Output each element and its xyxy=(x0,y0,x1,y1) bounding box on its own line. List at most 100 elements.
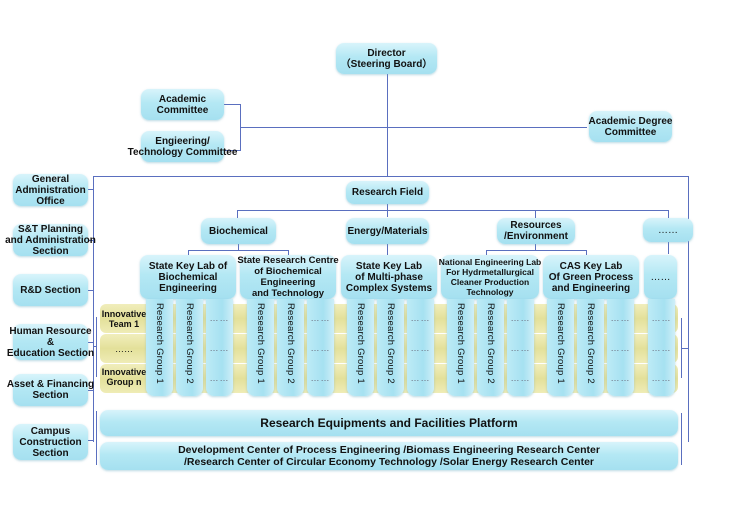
ellipsis-text: …… xyxy=(651,373,672,383)
connector xyxy=(238,244,239,250)
connector xyxy=(93,176,688,177)
ellipsis-text: …… xyxy=(651,343,672,353)
research-group-label: Research Group 2 xyxy=(485,303,496,384)
ellipsis-text: …… xyxy=(310,373,331,383)
research-group-column[interactable]: …… …… …… xyxy=(607,299,634,396)
research-group-label: Research Group 2 xyxy=(585,303,596,384)
research-equipments-platform[interactable]: Research Equipments and Facilities Platf… xyxy=(100,410,678,436)
ellipsis-text: …… xyxy=(310,343,331,353)
research-group-column[interactable]: Research Group 2 xyxy=(277,299,304,396)
academic-degree-committee-box[interactable]: Academic Degree Committee xyxy=(589,111,672,142)
connector xyxy=(93,346,96,347)
connector xyxy=(88,290,94,291)
connector xyxy=(88,440,94,441)
research-group-column[interactable]: Research Group 1 xyxy=(347,299,374,396)
director-box[interactable]: Director （Steering Board） xyxy=(336,43,437,74)
field-biochemical[interactable]: Biochemical xyxy=(201,218,276,244)
admin-section-human-resource[interactable]: Human Resource & Education Section xyxy=(6,324,95,360)
field-resources-environment[interactable]: Resources /Environment xyxy=(497,218,575,244)
innovative-group-n-label: Innovative Group n xyxy=(101,367,147,387)
ellipsis-text: …… xyxy=(510,313,531,323)
research-group-column[interactable]: Research Group 2 xyxy=(377,299,404,396)
research-group-column[interactable]: …… …… …… xyxy=(307,299,334,396)
connector xyxy=(586,250,587,255)
connector xyxy=(88,189,94,190)
ellipsis-text: …… xyxy=(410,373,431,383)
research-group-column[interactable]: Research Group 2 xyxy=(577,299,604,396)
admin-section-campus-construction[interactable]: Campus Construction Section xyxy=(13,424,88,460)
engineering-committee-box[interactable]: Engieering/ Technology Committee xyxy=(128,131,237,162)
research-group-label: Research Group 1 xyxy=(455,303,466,384)
connector xyxy=(188,250,189,255)
lab-national-engineering-hydrometallurgical[interactable]: National Engineering Lab For Hydrmetallu… xyxy=(438,255,542,299)
ellipsis-text: …… xyxy=(610,343,631,353)
connector xyxy=(288,250,289,255)
connector xyxy=(387,244,388,256)
research-group-label: Research Group 1 xyxy=(355,303,366,384)
research-group-column[interactable]: …… …… …… xyxy=(507,299,534,396)
connector xyxy=(237,210,668,211)
field-energy-materials[interactable]: Energy/Materials xyxy=(346,218,429,244)
connector xyxy=(681,348,689,349)
connector xyxy=(688,176,689,442)
admin-section-rd[interactable]: R&D Section xyxy=(13,274,88,306)
ellipsis-text: …… xyxy=(651,313,672,323)
research-group-label: Research Group 1 xyxy=(154,303,165,384)
research-group-column[interactable]: Research Group 2 xyxy=(477,299,504,396)
connector xyxy=(93,176,94,442)
admin-section-st-planning[interactable]: S&T Planning and Administration Section xyxy=(5,223,96,257)
ellipsis-text: …… xyxy=(610,313,631,323)
connector xyxy=(387,74,388,176)
research-group-label: Research Group 1 xyxy=(255,303,266,384)
lab-multiphase-complex-systems[interactable]: State Key Lab of Multi-phase Complex Sys… xyxy=(341,255,437,299)
ellipsis-text: …… xyxy=(209,343,230,353)
research-group-label: Research Group 2 xyxy=(385,303,396,384)
connector xyxy=(223,104,240,105)
connector xyxy=(96,317,97,377)
research-group-column[interactable]: Research Group 1 xyxy=(547,299,574,396)
research-group-column[interactable]: …… …… …… xyxy=(648,299,675,396)
connector xyxy=(88,240,94,241)
lab-cas-green-process[interactable]: CAS Key Lab Of Green Process and Enginee… xyxy=(543,255,639,299)
connector xyxy=(486,250,586,251)
ellipsis-text: …… xyxy=(410,343,431,353)
admin-section-general-office[interactable]: General Administration Office xyxy=(13,174,88,207)
connector xyxy=(237,210,238,218)
research-group-label: Research Group 1 xyxy=(555,303,566,384)
ellipsis-text: …… xyxy=(510,343,531,353)
connector xyxy=(96,411,97,465)
lab-more[interactable]: …… xyxy=(644,255,677,299)
research-group-column[interactable]: Research Group 1 xyxy=(146,299,173,396)
connector xyxy=(535,210,536,218)
research-group-column[interactable]: Research Group 1 xyxy=(247,299,274,396)
connector xyxy=(88,342,94,343)
ellipsis-text: …… xyxy=(410,313,431,323)
ellipsis-text: …… xyxy=(209,313,230,323)
ellipsis-text: …… xyxy=(209,373,230,383)
connector xyxy=(88,390,94,391)
innovative-team-1-label: Innovative Team 1 xyxy=(101,309,147,329)
research-group-column[interactable]: …… …… …… xyxy=(407,299,434,396)
research-field-box[interactable]: Research Field xyxy=(346,181,429,204)
connector xyxy=(668,242,669,254)
ellipsis-text: …… xyxy=(510,373,531,383)
research-group-column[interactable]: Research Group 1 xyxy=(447,299,474,396)
connector xyxy=(535,244,536,250)
development-centers-box[interactable]: Development Center of Process Engineerin… xyxy=(100,442,678,470)
research-group-column[interactable]: Research Group 2 xyxy=(176,299,203,396)
connector xyxy=(681,413,682,465)
field-more[interactable]: …… xyxy=(643,218,693,242)
lab-state-research-centre-biochemical[interactable]: State Research Centre of Biochemical Eng… xyxy=(237,255,339,299)
connector xyxy=(668,210,669,218)
connector xyxy=(240,127,387,128)
connector xyxy=(486,250,487,255)
ellipsis-text: …… xyxy=(610,373,631,383)
admin-section-asset-financing[interactable]: Asset & Financing Section xyxy=(7,374,94,406)
academic-committee-box[interactable]: Academic Committee xyxy=(141,89,224,120)
lab-state-key-biochemical[interactable]: State Key Lab of Biochemical Engineering xyxy=(140,255,236,299)
ellipsis-text: …… xyxy=(310,313,331,323)
research-group-column[interactable]: …… …… …… xyxy=(206,299,233,396)
innovative-ellipsis-label: …… xyxy=(115,344,133,354)
connector xyxy=(188,250,288,251)
connector xyxy=(387,127,587,128)
